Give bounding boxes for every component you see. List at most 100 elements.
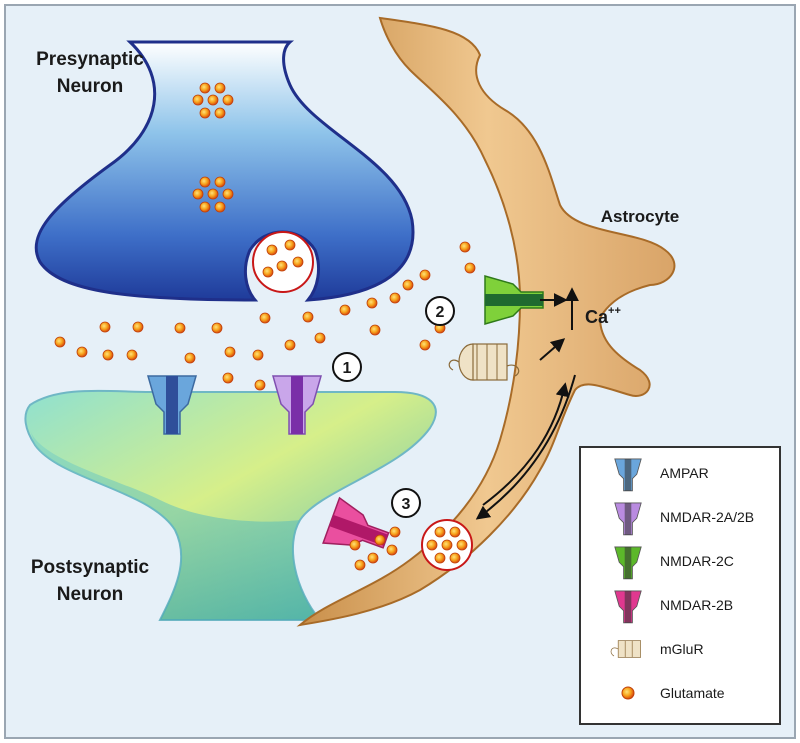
glutamate-molecule — [222, 94, 234, 106]
postsynaptic-label-line1: Postsynaptic — [31, 557, 150, 578]
receptor-icon — [614, 502, 642, 536]
glutamate-molecule — [314, 332, 326, 344]
glutamate-particles — [54, 82, 476, 571]
glutamate-molecule — [459, 241, 471, 253]
glutamate-molecule — [214, 201, 226, 213]
legend-item: NMDAR-2C — [614, 546, 734, 580]
glutamate-molecule — [262, 266, 274, 278]
step-marker-1: 1 — [332, 352, 362, 382]
glutamate-molecule — [456, 539, 468, 551]
step-marker-3: 3 — [391, 488, 421, 518]
glutamate-molecule — [207, 188, 219, 200]
glutamate-molecule — [76, 346, 88, 358]
calcium-label: Ca++ — [585, 305, 621, 327]
glutamate-molecule — [369, 324, 381, 336]
glutamate-molecule — [132, 321, 144, 333]
legend-item: NMDAR-2B — [614, 590, 733, 624]
glutamate-molecule — [254, 379, 266, 391]
glutamate-molecule — [199, 107, 211, 119]
glutamate-molecule — [434, 526, 446, 538]
glutamate-icon — [621, 686, 635, 700]
glutamate-molecule — [259, 312, 271, 324]
legend-label: Glutamate — [660, 685, 725, 701]
presynaptic-label-line2: Neuron — [57, 76, 124, 97]
glutamate-molecule — [207, 94, 219, 106]
legend-label: NMDAR-2C — [660, 553, 734, 569]
glutamate-molecule — [339, 304, 351, 316]
glutamate-molecule — [402, 279, 414, 291]
glutamate-molecule — [449, 526, 461, 538]
glutamate-molecule — [302, 311, 314, 323]
glutamate-molecule — [374, 534, 386, 546]
glutamate-molecule — [354, 559, 366, 571]
glutamate-molecule — [419, 269, 431, 281]
arrow-mglur-to-calcium — [539, 338, 566, 361]
ampar-receptor — [147, 375, 197, 435]
glutamate-molecule — [54, 336, 66, 348]
glutamate-molecule — [199, 82, 211, 94]
postsynaptic-label-line2: Neuron — [57, 584, 124, 605]
glutamate-molecule — [366, 297, 378, 309]
glutamate-molecule — [349, 539, 361, 551]
legend-item: NMDAR-2A/2B — [614, 502, 754, 536]
legend-label: mGluR — [660, 641, 704, 657]
glutamate-molecule — [99, 321, 111, 333]
glutamate-molecule — [211, 322, 223, 334]
glutamate-molecule — [386, 544, 398, 556]
legend-item: Glutamate — [621, 685, 725, 701]
glutamate-molecule — [441, 539, 453, 551]
arrow-from-vesicle — [482, 382, 570, 506]
glutamate-molecule — [199, 176, 211, 188]
glutamate-molecule — [214, 82, 226, 94]
glutamate-molecule — [252, 349, 264, 361]
calcium-superscript: ++ — [608, 305, 621, 317]
step-label-3: 3 — [402, 496, 411, 513]
postsynaptic-shading — [30, 430, 320, 620]
glutamate-molecule — [464, 262, 476, 274]
receptor-icon — [614, 590, 642, 624]
calcium-base: Ca — [585, 307, 609, 327]
mglur-receptor — [448, 343, 520, 381]
glutamate-molecule — [214, 176, 226, 188]
glutamate-molecule — [389, 292, 401, 304]
glutamate-molecule — [284, 239, 296, 251]
glutamate-molecule — [426, 539, 438, 551]
legend-box — [579, 446, 781, 725]
glutamate-molecule — [419, 339, 431, 351]
legend-item: mGluR — [610, 640, 704, 658]
mglur-icon — [610, 640, 641, 658]
glutamate-molecule — [102, 349, 114, 361]
legend-item: AMPAR — [614, 458, 709, 492]
presynaptic-label-line1: Presynaptic — [36, 49, 144, 70]
glutamate-molecule — [214, 107, 226, 119]
glutamate-molecule — [192, 94, 204, 106]
glutamate-molecule — [184, 352, 196, 364]
glutamate-molecule — [292, 256, 304, 268]
glutamate-molecule — [367, 552, 379, 564]
step-label-1: 1 — [343, 360, 352, 377]
glutamate-molecule — [222, 372, 234, 384]
legend-label: NMDAR-2A/2B — [660, 509, 754, 525]
receptor-icon — [614, 546, 642, 580]
glutamate-molecule — [449, 552, 461, 564]
glutamate-molecule — [224, 346, 236, 358]
legend-label: AMPAR — [660, 465, 709, 481]
nmdar-2a2b-receptor — [272, 375, 322, 435]
glutamate-molecule — [389, 526, 401, 538]
nmdar-2c-receptor — [484, 275, 544, 325]
legend-items: AMPAR NMDAR-2A/2B NMDAR-2C NMDAR-2B mGluR Glu… — [610, 458, 754, 701]
glutamate-molecule — [434, 552, 446, 564]
legend-label: NMDAR-2B — [660, 597, 733, 613]
glutamate-molecule — [174, 322, 186, 334]
glutamate-molecule — [222, 188, 234, 200]
receptor-icon — [614, 458, 642, 492]
step-label-2: 2 — [436, 304, 445, 321]
glutamate-molecule — [126, 349, 138, 361]
glutamate-molecule — [192, 188, 204, 200]
glutamate-molecule — [266, 244, 278, 256]
glutamate-molecule — [199, 201, 211, 213]
glutamate-molecule — [284, 339, 296, 351]
astrocyte-label: Astrocyte — [601, 207, 679, 226]
